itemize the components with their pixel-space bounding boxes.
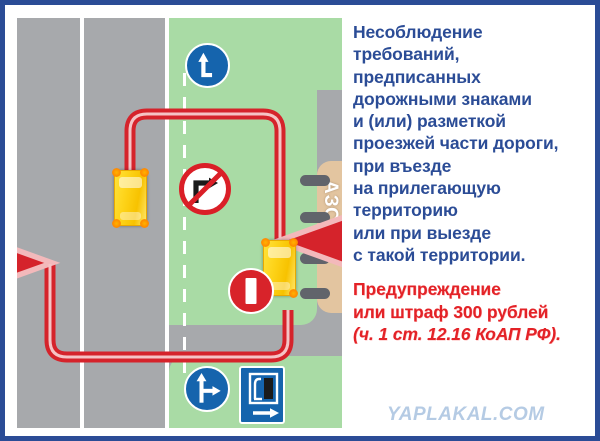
violation-line: на прилегающую [353,178,501,199]
text-column: Несоблюдение требований, предписанных до… [353,21,593,345]
car-rear-window [269,282,290,290]
car-lamp [140,168,149,177]
violation-line: дорожными знаками [353,88,532,109]
car-lamp [140,219,149,228]
road-intersection-diagram: АЗС [17,18,342,428]
car-windshield [119,177,142,188]
sign-turn-left-then-straight-icon [185,43,230,88]
car-lamp [112,219,121,228]
violation-line: Несоблюдение [353,22,483,42]
route-arrows [17,108,342,363]
violation-line: или при выезде [353,222,491,243]
penalty-text: Предупреждение или штраф 300 рублей (ч. … [353,278,593,345]
violation-line: проезжей части дороги, [353,133,559,154]
no-entry-bar [245,278,257,304]
sign-no-entry-icon [228,268,274,314]
watermark: YAPLAKAL.COM [387,404,545,425]
car-rear-window [120,212,141,220]
road-edge-line-right [165,18,169,428]
violation-line: с такой территории. [353,244,526,265]
car-lamp [289,289,298,298]
violation-line: предписанных [353,66,481,87]
violation-line: при въезде [353,155,452,176]
sign-gas-station-right-icon [239,366,285,424]
penalty-reference: (ч. 1 ст. 12.16 КоАП РФ). [353,323,561,344]
road-edge-line-left [80,18,84,428]
fuel-pump [300,175,330,186]
car-on-main-road [112,168,149,228]
car-lamp [289,238,298,247]
sign-straight-or-right-icon [184,366,230,412]
sign-no-right-turn-icon [179,163,231,215]
car-lamp [112,168,121,177]
violation-text: Несоблюдение требований, предписанных до… [353,21,593,266]
penalty-line: или штраф 300 рублей [353,301,549,322]
car-windshield [268,247,291,258]
car-lamp [261,238,270,247]
violation-line: требований, [353,44,460,65]
violation-line: и (или) разметкой [353,111,506,132]
fuel-pump [300,288,330,299]
lane-dash-line [183,73,186,373]
violation-line: территорию [353,200,458,221]
penalty-line: Предупреждение [353,279,501,300]
